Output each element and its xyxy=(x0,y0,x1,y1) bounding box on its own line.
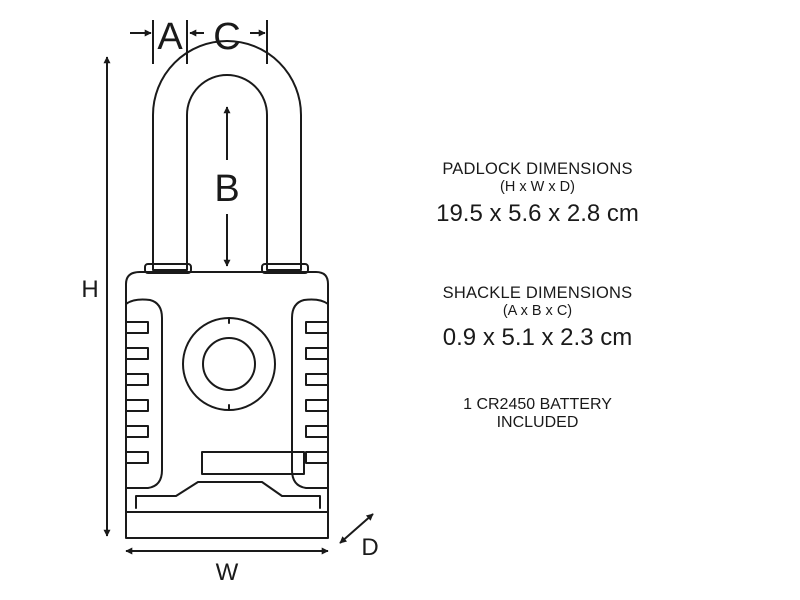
right-grip-rib xyxy=(305,373,329,386)
battery-slot xyxy=(201,451,305,475)
label-c: C xyxy=(213,16,240,58)
dimension-arrow-d xyxy=(339,513,374,544)
label-h: H xyxy=(81,276,98,303)
right-grip-rib xyxy=(305,399,329,412)
right-grip-panel xyxy=(291,298,329,489)
padlock-dimensions-block: PADLOCK DIMENSIONS (H x W x D) 19.5 x 5.… xyxy=(400,160,675,227)
left-grip-rib xyxy=(125,451,149,464)
padlock-dimensions-value: 19.5 x 5.6 x 2.8 cm xyxy=(436,199,639,227)
padlock-dimensions-order: (H x W x D) xyxy=(500,178,575,195)
left-grip-rib xyxy=(125,399,149,412)
padlock-dimensions-title: PADLOCK DIMENSIONS xyxy=(442,160,633,178)
battery-note: 1 CR2450 BATTERY INCLUDED xyxy=(400,396,675,433)
label-d: D xyxy=(361,534,378,561)
shackle-dimensions-title: SHACKLE DIMENSIONS xyxy=(442,284,633,302)
dial-ring xyxy=(182,317,276,411)
shackle-dimensions-value: 0.9 x 5.1 x 2.3 cm xyxy=(442,323,633,351)
shackle xyxy=(152,40,302,271)
right-grip-rib xyxy=(305,347,329,360)
left-grip-rib xyxy=(125,347,149,360)
label-b: B xyxy=(214,168,239,210)
label-w: W xyxy=(216,559,239,586)
left-grip-rib xyxy=(125,425,149,438)
battery-note-line2: INCLUDED xyxy=(496,414,579,432)
left-grip-panel xyxy=(125,298,163,489)
padlock-body xyxy=(125,271,329,539)
right-grip-rib xyxy=(305,425,329,438)
shackle-dimensions-order: (A x B x C) xyxy=(502,302,573,319)
left-grip-rib xyxy=(125,321,149,334)
left-grip-rib xyxy=(125,373,149,386)
bottom-plate xyxy=(135,481,321,509)
right-grip-rib xyxy=(305,321,329,334)
battery-note-line1: 1 CR2450 BATTERY xyxy=(463,396,612,413)
label-a: A xyxy=(157,16,183,58)
shackle-dimensions-block: SHACKLE DIMENSIONS (A x B x C) 0.9 x 5.1… xyxy=(400,284,675,351)
right-grip-rib xyxy=(305,451,329,464)
dial-knob xyxy=(202,337,256,391)
